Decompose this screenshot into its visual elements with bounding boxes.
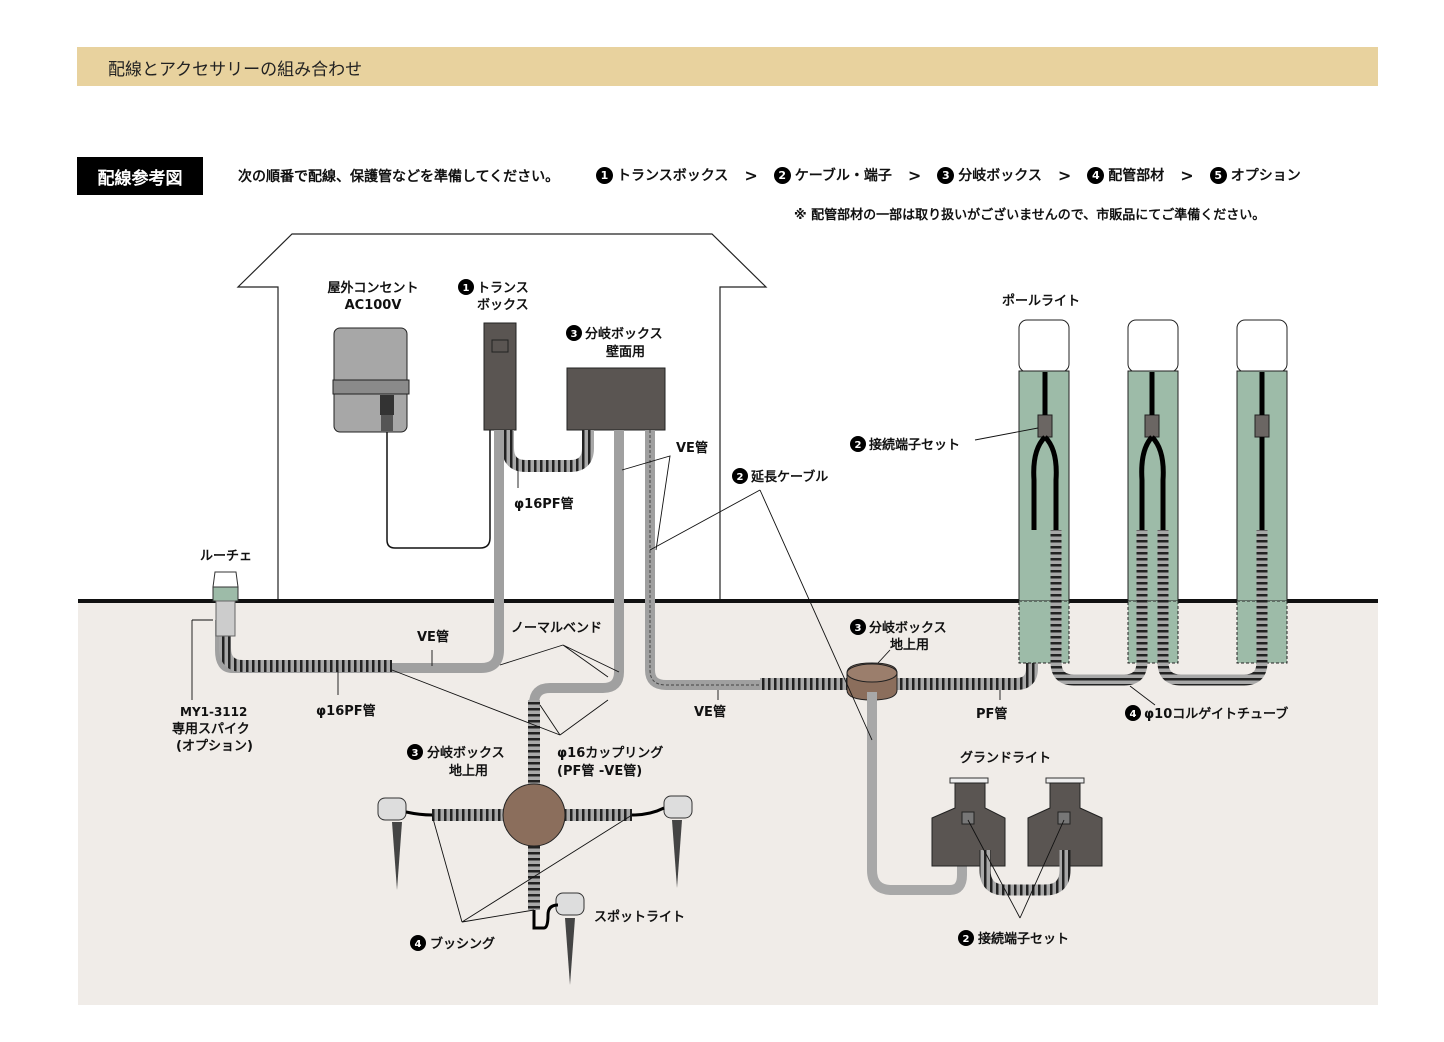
label-spike: 専用スパイク bbox=[172, 721, 250, 737]
label-wall-box: 分岐ボックス bbox=[585, 326, 663, 342]
step-number: 4 bbox=[1087, 166, 1105, 184]
ground-light-1 bbox=[931, 777, 1006, 867]
label-pf16-left: φ16PF管 bbox=[316, 703, 376, 719]
luche-light bbox=[212, 571, 239, 637]
label-normal-bend: ノーマルベンド bbox=[511, 621, 602, 636]
house-outline bbox=[236, 233, 768, 601]
label-ground-box-left: 分岐ボックス bbox=[427, 745, 505, 761]
label-conn-set-ground: 接続端子セット bbox=[978, 931, 1069, 947]
ground-light-2 bbox=[1027, 777, 1103, 867]
step-number: 3 bbox=[937, 166, 955, 184]
step-separator: > bbox=[907, 165, 922, 185]
step-separator: > bbox=[744, 165, 758, 185]
label-ve-mid: VE管 bbox=[694, 704, 726, 720]
label-ve-left: VE管 bbox=[417, 629, 449, 645]
label-num: 3 bbox=[571, 329, 578, 340]
label-num: 2 bbox=[963, 934, 970, 945]
note-text: ※ 配管部材の一部は取り扱いがございませんので、市販品にてご準備ください。 bbox=[794, 208, 1266, 223]
label-pf-right: PF管 bbox=[976, 706, 1007, 722]
ground-lights bbox=[931, 777, 1103, 896]
step-label: 配管部材 bbox=[1108, 168, 1165, 184]
label-ve-upper: VE管 bbox=[676, 440, 708, 456]
step-label: オプション bbox=[1230, 168, 1301, 184]
label-ground-box-right: 分岐ボックス bbox=[869, 620, 947, 636]
label-ground-box-right-2: 地上用 bbox=[890, 637, 929, 653]
spotlights bbox=[377, 795, 693, 985]
label-wall-box-2: 壁面用 bbox=[606, 344, 645, 360]
label-outlet: 屋外コンセント bbox=[327, 280, 418, 296]
step-number: 5 bbox=[1209, 166, 1227, 184]
ground-junction-box-right bbox=[846, 662, 967, 895]
step-label: トランスボックス bbox=[617, 168, 729, 184]
diagram-labels: 屋外コンセント AC100V 1 トランス ボックス 3 分岐ボックス 壁面用 … bbox=[172, 279, 1288, 952]
label-corrugate: φ10コルゲイトチューブ bbox=[1144, 706, 1288, 722]
step-separator: > bbox=[1180, 165, 1194, 185]
step-label: 分岐ボックス bbox=[958, 168, 1042, 184]
label-ground-light: グランドライト bbox=[960, 750, 1051, 766]
label-num: 2 bbox=[855, 440, 862, 451]
label-pf16-upper: φ16PF管 bbox=[514, 496, 574, 512]
label-num: 3 bbox=[855, 623, 862, 634]
label-coupling-2: (PF管 -VE管) bbox=[557, 763, 642, 779]
label-coupling: φ16カップリング bbox=[557, 745, 663, 761]
spotlight-left bbox=[377, 797, 433, 890]
trans-box bbox=[483, 322, 517, 431]
label-num: 2 bbox=[737, 472, 744, 483]
label-trans-box-2: ボックス bbox=[477, 297, 529, 313]
label-num: 4 bbox=[415, 939, 422, 950]
header-title: 配線とアクセサリーの組み合わせ bbox=[108, 60, 363, 80]
leader-lines bbox=[191, 427, 1156, 923]
section-badge: 配線参考図 bbox=[77, 157, 203, 195]
step-number: 2 bbox=[773, 166, 791, 184]
label-bushing: ブッシング bbox=[430, 936, 495, 952]
label-ground-box-left-2: 地上用 bbox=[449, 763, 488, 779]
label-num: 4 bbox=[1130, 709, 1137, 720]
step-separator: > bbox=[1057, 165, 1072, 185]
label-spike-option: (オプション) bbox=[176, 739, 253, 754]
label-spike-model: MY1-3112 bbox=[180, 705, 247, 719]
pf-pipe-right-b bbox=[895, 530, 1038, 690]
label-trans-box: トランス bbox=[477, 281, 529, 296]
pole-lights bbox=[1018, 319, 1288, 686]
step-label: ケーブル・端子 bbox=[794, 168, 892, 184]
spotlight-right bbox=[631, 795, 693, 888]
step-number: 1 bbox=[596, 166, 613, 184]
label-num: 1 bbox=[463, 283, 470, 294]
label-outlet-voltage: AC100V bbox=[345, 298, 402, 313]
label-spotlight: スポットライト bbox=[594, 909, 685, 925]
label-luche: ルーチェ bbox=[200, 549, 252, 564]
spotlight-bottom bbox=[532, 892, 585, 985]
outdoor-outlet bbox=[332, 327, 491, 549]
label-num: 3 bbox=[412, 748, 419, 759]
header-bar: 配線とアクセサリーの組み合わせ bbox=[77, 47, 1378, 86]
label-pole-light: ポールライト bbox=[1002, 293, 1080, 309]
ground-junction-box-left bbox=[432, 700, 632, 910]
pf16-pipe-left bbox=[219, 620, 392, 672]
pole-light-2 bbox=[1127, 319, 1179, 664]
pf16-pipe-upper bbox=[502, 430, 594, 472]
label-conn-set-pole: 接続端子セット bbox=[869, 437, 960, 453]
instruction-text: 次の順番で配線、保護管などを準備してください。 bbox=[238, 169, 560, 185]
wall-junction-box bbox=[566, 367, 666, 431]
label-ext-cable: 延長ケーブル bbox=[750, 469, 828, 485]
